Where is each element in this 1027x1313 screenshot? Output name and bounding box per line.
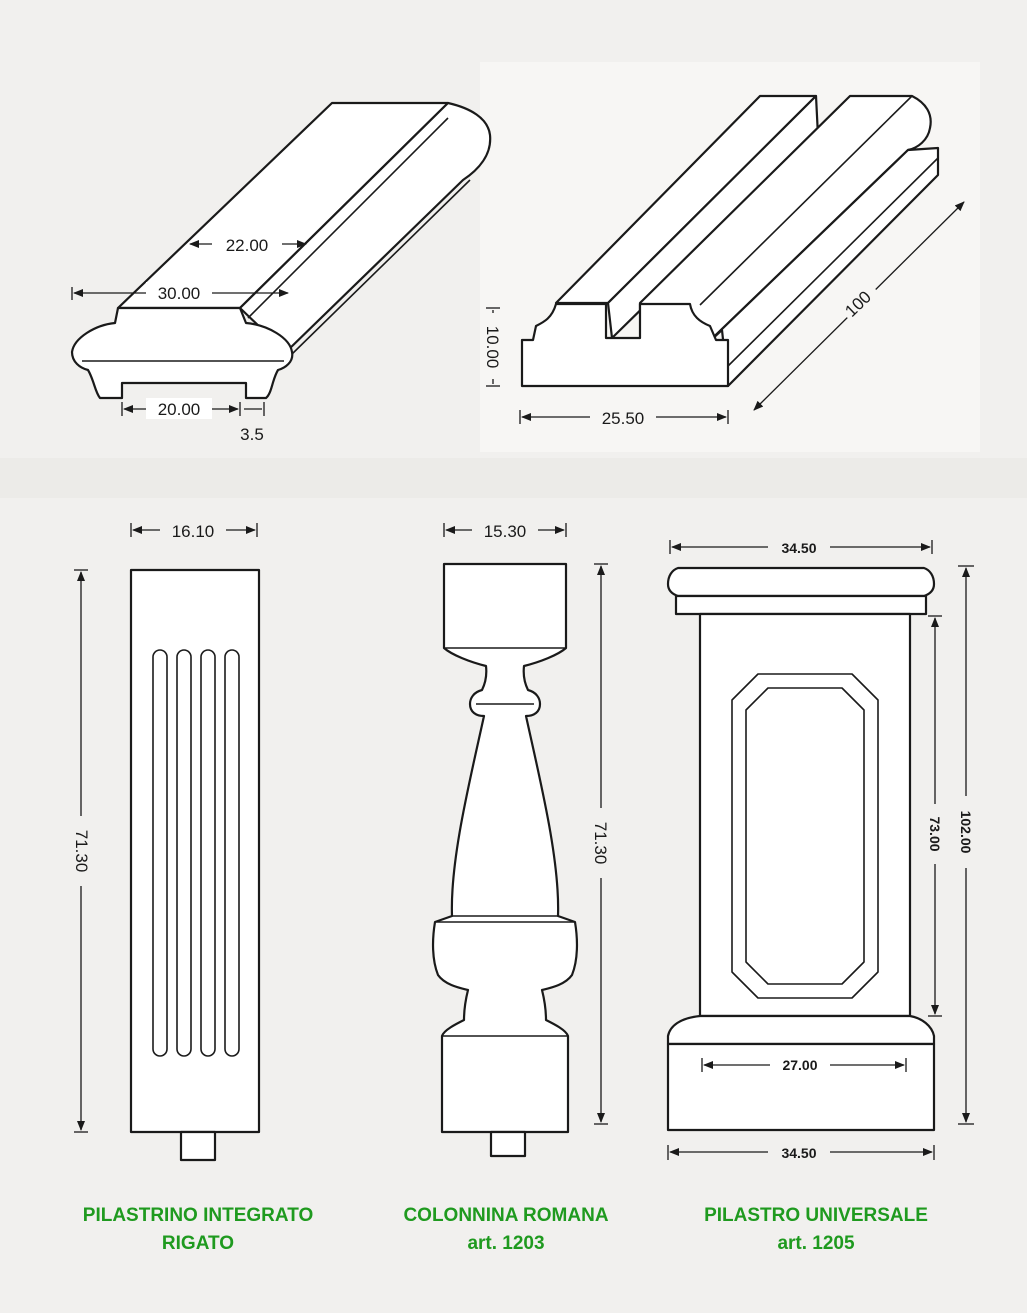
dim-label-27: 27.00 bbox=[782, 1057, 817, 1073]
dim-22-bg bbox=[212, 234, 282, 254]
dim-34b-bg bbox=[768, 1142, 830, 1162]
dim-27-bg bbox=[770, 1055, 830, 1075]
pilastro-caption-line1: PILASTRO UNIVERSALE bbox=[704, 1205, 928, 1226]
dim-label-34b: 34.50 bbox=[781, 1145, 816, 1161]
pilastro-body bbox=[698, 612, 912, 1018]
dim-label-20: 20.00 bbox=[158, 400, 201, 419]
coping-lower-edge bbox=[289, 179, 471, 357]
pilastro-caption-line2: art. 1205 bbox=[777, 1233, 855, 1254]
pilastro-panel-outer bbox=[731, 673, 879, 999]
flute-3 bbox=[200, 649, 216, 1057]
dim-label-16: 16.10 bbox=[172, 522, 215, 541]
flute-4 bbox=[224, 649, 240, 1057]
dim-label-22: 22.00 bbox=[226, 236, 269, 255]
flute-1 bbox=[152, 649, 168, 1057]
paper-band-middle bbox=[0, 458, 1027, 498]
pilastro-panel-inner bbox=[745, 687, 865, 985]
channel-roll-line bbox=[699, 95, 913, 306]
channel-profile-drawing: 10.00 25.50 100 bbox=[482, 94, 965, 428]
dim-25-bg bbox=[590, 406, 656, 428]
flute-2 bbox=[176, 649, 192, 1057]
colonnina-caption: COLONNINA ROMANA art. 1203 bbox=[356, 1202, 656, 1258]
dim-102-bg bbox=[956, 796, 976, 868]
pilastrino-drawing: 16.10 71.30 bbox=[70, 519, 261, 1162]
coping-roll-face bbox=[238, 101, 492, 354]
pilastro-base-top bbox=[666, 1014, 936, 1046]
dim-label-73: 73.00 bbox=[927, 816, 943, 851]
dim-label-34a: 34.50 bbox=[781, 540, 816, 556]
colonnina-body bbox=[431, 562, 579, 1134]
dim-34a-bg bbox=[768, 537, 830, 557]
dim-30-bg bbox=[146, 282, 212, 303]
dim-100-bg bbox=[837, 279, 883, 325]
dim-label-25: 25.50 bbox=[602, 409, 645, 428]
colonnina-drawing: 15.30 71.30 bbox=[431, 519, 612, 1158]
dim-label-3-5: 3.5 bbox=[240, 425, 264, 444]
channel-front-profile bbox=[520, 302, 730, 388]
pilastrino-pin bbox=[179, 1130, 217, 1162]
colonnina-caption-line2: art. 1203 bbox=[467, 1233, 545, 1254]
dim-15-bg bbox=[472, 519, 538, 541]
dim-label-102: 102.00 bbox=[958, 811, 974, 854]
pilastrino-caption-line2: RIGATO bbox=[161, 1233, 235, 1254]
coping-front-profile bbox=[70, 306, 294, 400]
colonnina-caption-line1: COLONNINA ROMANA bbox=[403, 1205, 609, 1226]
dim-label-10: 10.00 bbox=[483, 326, 502, 369]
pilastrino-flutes bbox=[152, 649, 240, 1057]
dim-20-bg bbox=[146, 398, 212, 419]
dim-label-15: 15.30 bbox=[484, 522, 527, 541]
pilastro-drawing: 34.50 27.00 34.50 73.00 102.00 bbox=[666, 537, 976, 1162]
dim-73-bg bbox=[925, 804, 945, 864]
dim-label-71a: 71.30 bbox=[72, 830, 91, 873]
dim-16-bg bbox=[160, 519, 226, 541]
dim-label-30: 30.00 bbox=[158, 284, 201, 303]
pilastro-caption: PILASTRO UNIVERSALE art. 1205 bbox=[666, 1202, 966, 1258]
dim-10-bg bbox=[482, 313, 504, 379]
pilastro-cap bbox=[666, 566, 936, 598]
dim-71a-bg bbox=[70, 816, 92, 886]
coping-profile-drawing: 22.00 30.00 20.00 3.5 bbox=[70, 101, 492, 444]
pilastrino-caption: PILASTRINO INTEGRATO RIGATO bbox=[48, 1202, 348, 1258]
dim-label-71b: 71.30 bbox=[591, 822, 610, 865]
pilastro-cap-band bbox=[674, 594, 928, 616]
pilastrino-caption-line1: PILASTRINO INTEGRATO bbox=[82, 1205, 314, 1226]
dim-71b-bg bbox=[590, 808, 612, 878]
colonnina-pin bbox=[489, 1130, 527, 1158]
coping-edge-line bbox=[247, 117, 449, 319]
